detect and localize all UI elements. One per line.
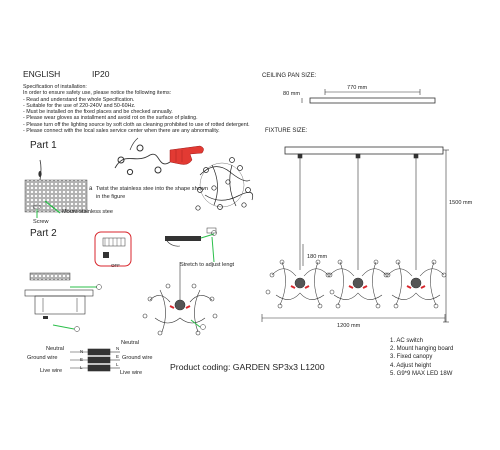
spec-line: - Must be installed on the fixed places … [23, 109, 173, 116]
callout-line [44, 200, 61, 214]
ip-rating-label: IP20 [92, 69, 110, 79]
n-label: N [80, 349, 84, 354]
legend-item: 2. Mount hanging board [390, 346, 454, 353]
mount-stainless-label: Mount stainless stee [62, 209, 113, 215]
step-a-marker: a [89, 186, 93, 192]
ceiling-pan-title: CEILING PAN SIZE: [262, 73, 317, 79]
ceiling-plate-drawing [24, 272, 102, 332]
callout-5-icon [200, 324, 206, 330]
height-label: 1500 mm [449, 200, 473, 206]
stretch-label: Stretch to adjust lengt [180, 262, 235, 268]
hand-icon [169, 145, 204, 165]
part2-heading: Part 2 [30, 228, 57, 239]
legend-item: 3. Fixed canopy [390, 354, 433, 361]
off-label: OFF [111, 263, 120, 268]
language-label: ENGLISH [23, 69, 61, 79]
fixture-drawing [261, 146, 449, 323]
part2-lamp-drawing [142, 262, 218, 336]
spec-line: - Suitable for the use of 220-240V and 5… [23, 102, 136, 109]
wire-cluster [195, 157, 254, 211]
n-label-right: N [116, 346, 120, 351]
switch-box-drawing [94, 231, 132, 267]
ceiling-pan-drawing [301, 89, 436, 104]
spec-line: - Read and understand the whole Specific… [23, 96, 135, 103]
specification-block: Specification of installation: In order … [23, 84, 273, 134]
fixture-lamp [327, 259, 389, 309]
spec-line: In order to ensure safety use, please no… [23, 90, 172, 97]
fixture-lamp [265, 259, 335, 309]
part1-heading: Part 1 [30, 140, 57, 151]
ground-label-left: Ground wire [27, 355, 58, 361]
spec-line: - Please turn off the lighting source by… [23, 121, 250, 128]
pan-height-label: 80 mm [283, 91, 301, 97]
fixture-lamp [385, 259, 447, 309]
legend-item: 5. G9*9 MAX LED 18W [390, 370, 453, 377]
legend-item: 1. AC switch [390, 338, 424, 344]
legend-item: 4. Adjust height [390, 362, 432, 369]
twist-wire-figure [114, 137, 171, 176]
parts-legend: 1. AC switch 2. Mount hanging board 3. F… [390, 337, 453, 378]
fixture-size-title: FIXTURE SIZE: [265, 128, 308, 134]
spec-line: - Please connect with the local sales se… [23, 128, 220, 135]
canopy-stretch-drawing [165, 227, 217, 263]
pan-length-label: 770 mm [347, 85, 368, 91]
spec-line: - Please wear gloves as installment and … [23, 115, 198, 122]
neutral-label-right: Neutral [121, 340, 140, 346]
drop-label: 180 mm [307, 254, 328, 260]
width-label: 1200 mm [337, 323, 361, 329]
screw-label: Screw [33, 219, 49, 225]
neutral-label-left: Neutral [46, 346, 65, 352]
wiring-terminal [70, 348, 120, 372]
spec-heading: Specification of installation: [23, 84, 87, 90]
live-label-left: Live wire [40, 368, 63, 374]
product-code: Product coding: GARDEN SP3x3 L1200 [170, 362, 325, 372]
twist-instruction: Twist the stainless stee into the shape … [96, 186, 208, 200]
live-label-right: Live wire [120, 370, 143, 376]
part1-panel [24, 159, 88, 213]
l-label-right: L [116, 362, 119, 367]
e-label-right: E [116, 354, 120, 359]
e-label: E [80, 357, 84, 362]
screw-icon [32, 204, 42, 210]
ground-label-right: Ground wire [122, 355, 153, 361]
l-label: L [80, 365, 83, 370]
